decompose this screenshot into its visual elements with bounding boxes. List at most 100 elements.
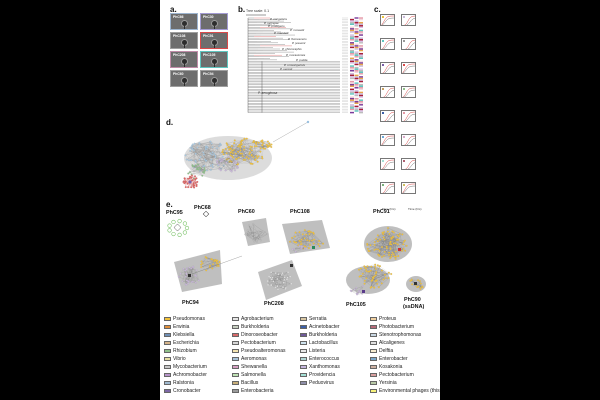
network-node	[248, 224, 250, 227]
growth-curve-plot	[380, 158, 395, 170]
network-edge	[377, 274, 386, 285]
heatmap-cell	[359, 80, 363, 83]
network-node	[249, 151, 252, 154]
network-edge	[376, 238, 380, 256]
legend-item: Delftia	[370, 348, 393, 354]
heatmap-cell	[350, 18, 354, 21]
network-edge	[199, 142, 215, 155]
network-node	[392, 231, 395, 234]
network-node	[209, 140, 212, 143]
network-edge	[294, 234, 310, 243]
network-subclusters	[167, 210, 426, 300]
network-node	[199, 167, 202, 170]
network-node	[257, 141, 260, 144]
network-edge	[231, 147, 241, 150]
legend-label: Pseudoalteromonas	[241, 348, 286, 354]
network-nodes	[252, 139, 273, 150]
network-node	[363, 265, 366, 268]
network-edge	[370, 270, 377, 274]
network-node	[235, 157, 238, 160]
control-curve	[382, 161, 394, 169]
network-node	[214, 259, 217, 262]
network-node	[230, 148, 233, 150]
heatmap-cell	[350, 91, 354, 94]
growth-curve-plot	[401, 62, 416, 74]
control-curve	[403, 89, 415, 97]
network-edge	[273, 272, 289, 282]
network-edge	[382, 232, 385, 256]
network-node	[396, 243, 399, 246]
network-node	[261, 155, 264, 158]
heatmap-cell	[359, 25, 363, 27]
network-node	[182, 267, 185, 270]
heatmap-cell	[350, 105, 354, 108]
phage-tail-icon	[184, 25, 185, 29]
network-node	[213, 153, 216, 155]
network-node	[214, 154, 217, 157]
network-edge	[209, 261, 215, 266]
network-node	[189, 149, 192, 152]
heatmap-cell	[354, 85, 359, 87]
heatmap-cell	[350, 46, 354, 49]
query-phage-marker	[202, 210, 210, 218]
network-node	[194, 175, 197, 178]
heatmap-cell	[354, 37, 359, 39]
legend-swatch	[232, 389, 239, 393]
legend-swatch	[370, 325, 377, 329]
network-node	[411, 283, 414, 286]
network-nodes	[357, 263, 393, 289]
network-node	[367, 270, 370, 273]
legend-swatch	[370, 349, 377, 353]
heatmap-cell	[354, 26, 359, 29]
network-edge	[399, 233, 404, 249]
network-node	[249, 145, 252, 148]
network-node	[266, 233, 269, 236]
network-node	[212, 263, 214, 266]
legend-label: Peduovirus	[309, 380, 335, 386]
network-node	[184, 180, 187, 183]
legend-label: Providencia	[309, 372, 336, 378]
net-label-phc95: PhC95	[166, 210, 183, 216]
network-node	[185, 158, 188, 161]
network-node	[194, 281, 197, 284]
tree-branches	[247, 17, 348, 113]
network-node	[217, 265, 220, 267]
network-node	[209, 164, 212, 167]
network-node	[191, 280, 194, 283]
legend-swatch	[300, 341, 307, 345]
network-node	[218, 163, 220, 166]
network-node	[256, 160, 259, 163]
legend-label: Yersinia	[379, 380, 397, 386]
network-node	[194, 161, 197, 164]
network-node	[381, 231, 384, 234]
heatmap-cell	[354, 18, 359, 21]
network-node	[313, 238, 316, 241]
network-node	[388, 251, 391, 254]
network-node	[197, 279, 200, 282]
network-edge	[384, 238, 392, 252]
tree-clade-label: P. veronii	[280, 67, 292, 71]
network-node	[186, 182, 189, 185]
network-edge	[182, 269, 187, 282]
heatmap-cell	[350, 70, 354, 72]
network-edge	[383, 233, 392, 238]
network-node	[209, 168, 212, 171]
heatmap-cell	[354, 35, 359, 38]
network-node	[254, 158, 257, 161]
network-edge	[216, 148, 223, 157]
network-node	[293, 235, 296, 238]
heatmap-cell	[350, 25, 354, 27]
growth-curve-plot	[401, 110, 416, 122]
heatmap-cell	[350, 23, 354, 25]
network-node	[318, 245, 321, 248]
network-edge	[243, 149, 252, 155]
network-node	[268, 142, 271, 145]
network-edge	[376, 271, 389, 279]
heatmap-cell	[350, 108, 354, 111]
network-node	[256, 156, 259, 159]
network-nodes	[215, 156, 240, 173]
network-node	[376, 283, 379, 285]
network-edge	[222, 152, 229, 159]
network-node	[221, 148, 224, 151]
network-node	[225, 142, 228, 145]
